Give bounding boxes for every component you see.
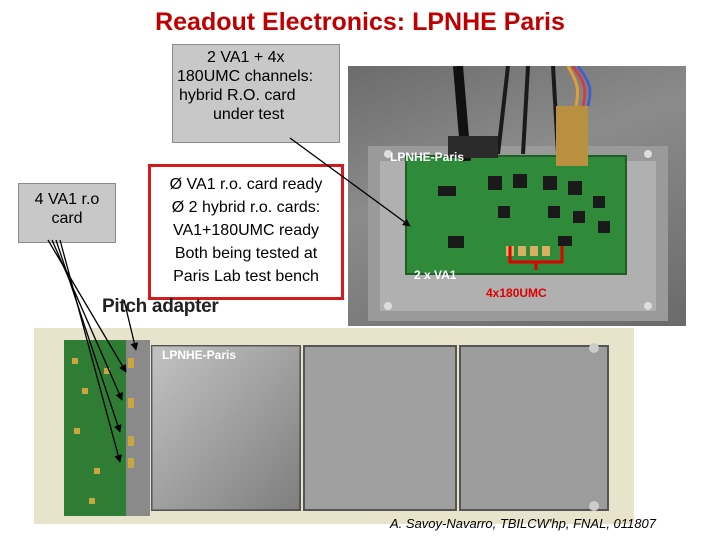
va1-label: 2 x VA1 [414, 268, 457, 282]
va1-line-1: 4 VA1 r.o [34, 191, 100, 208]
status-line-3: VA1+180UMC ready [173, 222, 319, 239]
hybrid-line-3: hybrid R.O. card [179, 87, 296, 104]
hybrid-arrow [289, 137, 411, 227]
sensor-module-photo-graphic [34, 328, 634, 524]
sensor-2 [303, 345, 457, 511]
umc-brace [508, 246, 564, 270]
pitch-adapter [126, 340, 150, 516]
status-line-1: Ø VA1 r.o. card ready [169, 176, 323, 193]
status-line-4: Both being tested at [174, 245, 318, 262]
va1-card-callout: 4 VA1 r.o card [18, 183, 116, 243]
umc-label: 4x180UMC [486, 286, 547, 300]
board-lab-label: LPNHE-Paris [390, 150, 465, 164]
sensor-3 [459, 345, 609, 511]
pitch-adapter-label: Pitch adapter [102, 296, 219, 317]
hybrid-line-4: under test [213, 106, 285, 123]
va1-arrows [47, 239, 127, 463]
va1-line-2: card [51, 210, 83, 227]
hybrid-card-photo-graphic [368, 66, 668, 321]
status-line-2: Ø 2 hybrid r.o. cards: [171, 199, 321, 216]
sensor-module-photo: LPNHE-Paris [34, 328, 634, 524]
pitch-arrow [123, 299, 139, 351]
hybrid-line-1: 2 VA1 + 4x [207, 49, 285, 66]
hybrid-line-2: 180UMC channels: [177, 68, 314, 85]
slide-title: Readout Electronics: LPNHE Paris [155, 8, 565, 36]
credit-line: A. Savoy-Navarro, TBILCW'hp, FNAL, 01180… [390, 516, 656, 531]
status-callout: Ø VA1 r.o. card ready Ø 2 hybrid r.o. ca… [148, 164, 344, 300]
hybrid-card-photo: LPNHE-Paris 2 x VA1 4x180UMC [348, 66, 686, 326]
hybrid-card-callout: 2 VA1 + 4x 180UMC channels: hybrid R.O. … [172, 44, 340, 143]
chips [438, 174, 610, 248]
sensor-lab-label: LPNHE-Paris [162, 348, 237, 362]
status-line-5: Paris Lab test bench [173, 268, 319, 285]
